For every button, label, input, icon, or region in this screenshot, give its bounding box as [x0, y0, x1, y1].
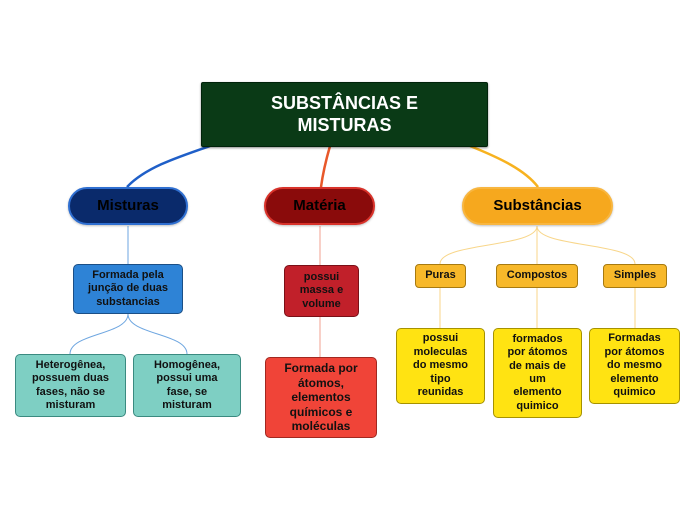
link-root-materia [319, 145, 332, 188]
materia-description-composition[interactable]: Formada por átomos, elementos químicos e… [265, 357, 377, 438]
homogenea-node[interactable]: Homogênea, possui uma fase, se misturam [133, 354, 241, 417]
compostos-description[interactable]: formados por átomos de mais de um elemen… [493, 328, 582, 418]
puras-description[interactable]: possui moleculas do mesmo tipo reunidas [396, 328, 485, 404]
branch-materia[interactable]: Matéria [264, 187, 375, 225]
link-desc-homogenea [127, 313, 188, 355]
misturas-description[interactable]: Formada pela junção de duas substancias [73, 264, 183, 314]
subtype-simples[interactable]: Simples [603, 264, 667, 288]
branch-substancias[interactable]: Substâncias [462, 187, 613, 225]
heterogenea-node[interactable]: Heterogênea, possuem duas fases, não se … [15, 354, 126, 417]
subtype-compostos[interactable]: Compostos [496, 264, 578, 288]
root-node[interactable]: SUBSTÂNCIAS E MISTURAS [201, 82, 488, 147]
simples-description[interactable]: Formadas por átomos do mesmo elemento qu… [589, 328, 680, 404]
link-root-misturas [126, 144, 211, 188]
link-substancias-simples [536, 225, 636, 265]
subtype-puras[interactable]: Puras [415, 264, 466, 288]
link-desc-heterogenea [69, 313, 129, 355]
link-root-substancias [469, 144, 539, 188]
link-substancias-puras [439, 225, 538, 265]
branch-misturas[interactable]: Misturas [68, 187, 188, 225]
materia-description-mass-volume[interactable]: possui massa e volume [284, 265, 359, 317]
